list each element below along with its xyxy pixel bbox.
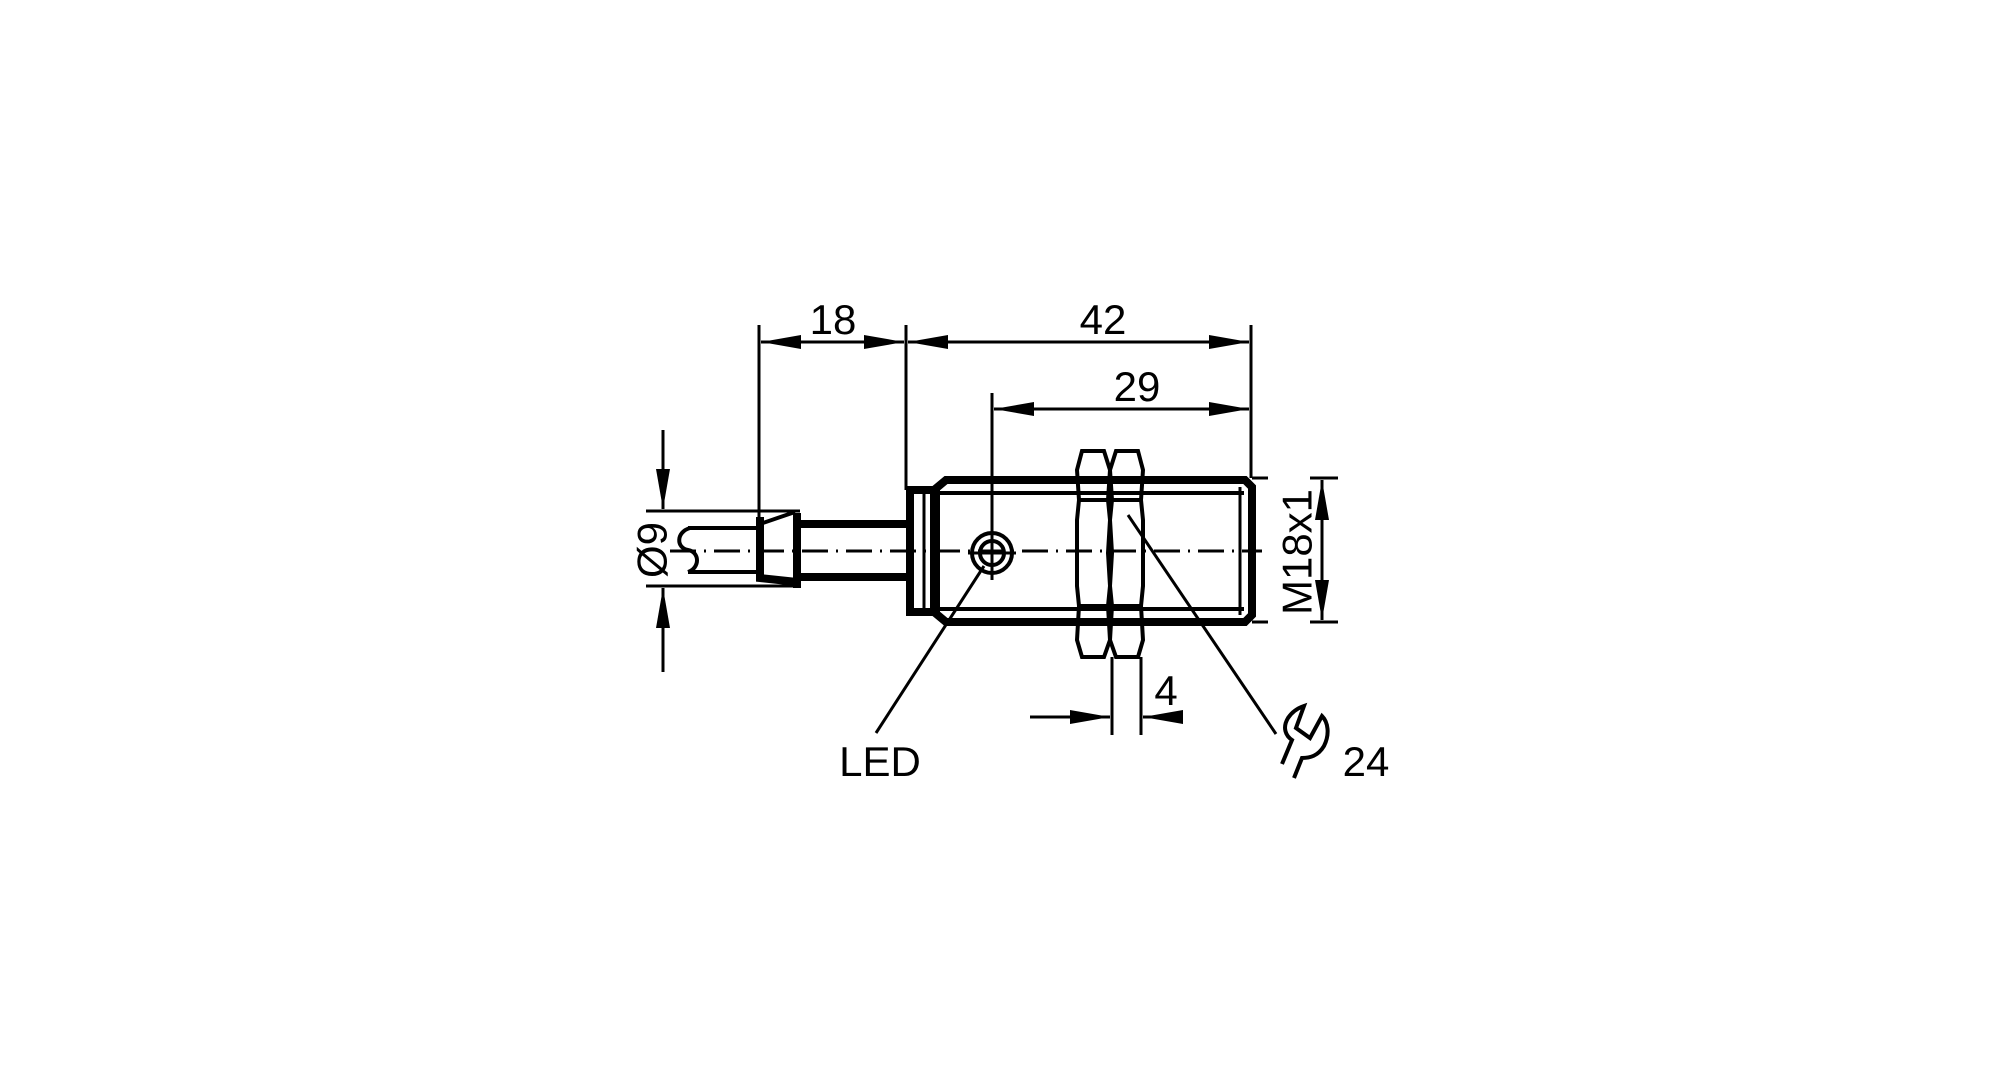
wrench-callout: 24 <box>1126 514 1390 785</box>
dimension-gland-length: 18 <box>761 296 904 349</box>
cable-tube <box>797 520 910 581</box>
wrench-icon <box>1280 702 1330 779</box>
dimension-4-label: 4 <box>1154 667 1177 714</box>
dimension-thread-size: M18x1 <box>1274 476 1338 624</box>
dimension-overall-length: 42 <box>908 296 1249 349</box>
led-window <box>968 530 1016 580</box>
dimension-18-label: 18 <box>810 296 857 343</box>
dimension-thread-length: 29 <box>994 363 1249 416</box>
led-callout: LED <box>839 565 986 785</box>
dimension-29-label: 29 <box>1114 363 1161 410</box>
dimension-diameter-9-label: Ø9 <box>629 522 676 578</box>
led-label: LED <box>839 738 921 785</box>
extension-lines <box>757 325 1253 535</box>
dimension-42-label: 42 <box>1080 296 1127 343</box>
dimension-nut-thickness: 4 <box>1030 657 1183 735</box>
lock-nut-2 <box>1105 449 1146 659</box>
dimension-m18x1-label: M18x1 <box>1274 489 1321 615</box>
wrench-size-label: 24 <box>1343 738 1390 785</box>
lock-nut-1 <box>1074 449 1115 659</box>
